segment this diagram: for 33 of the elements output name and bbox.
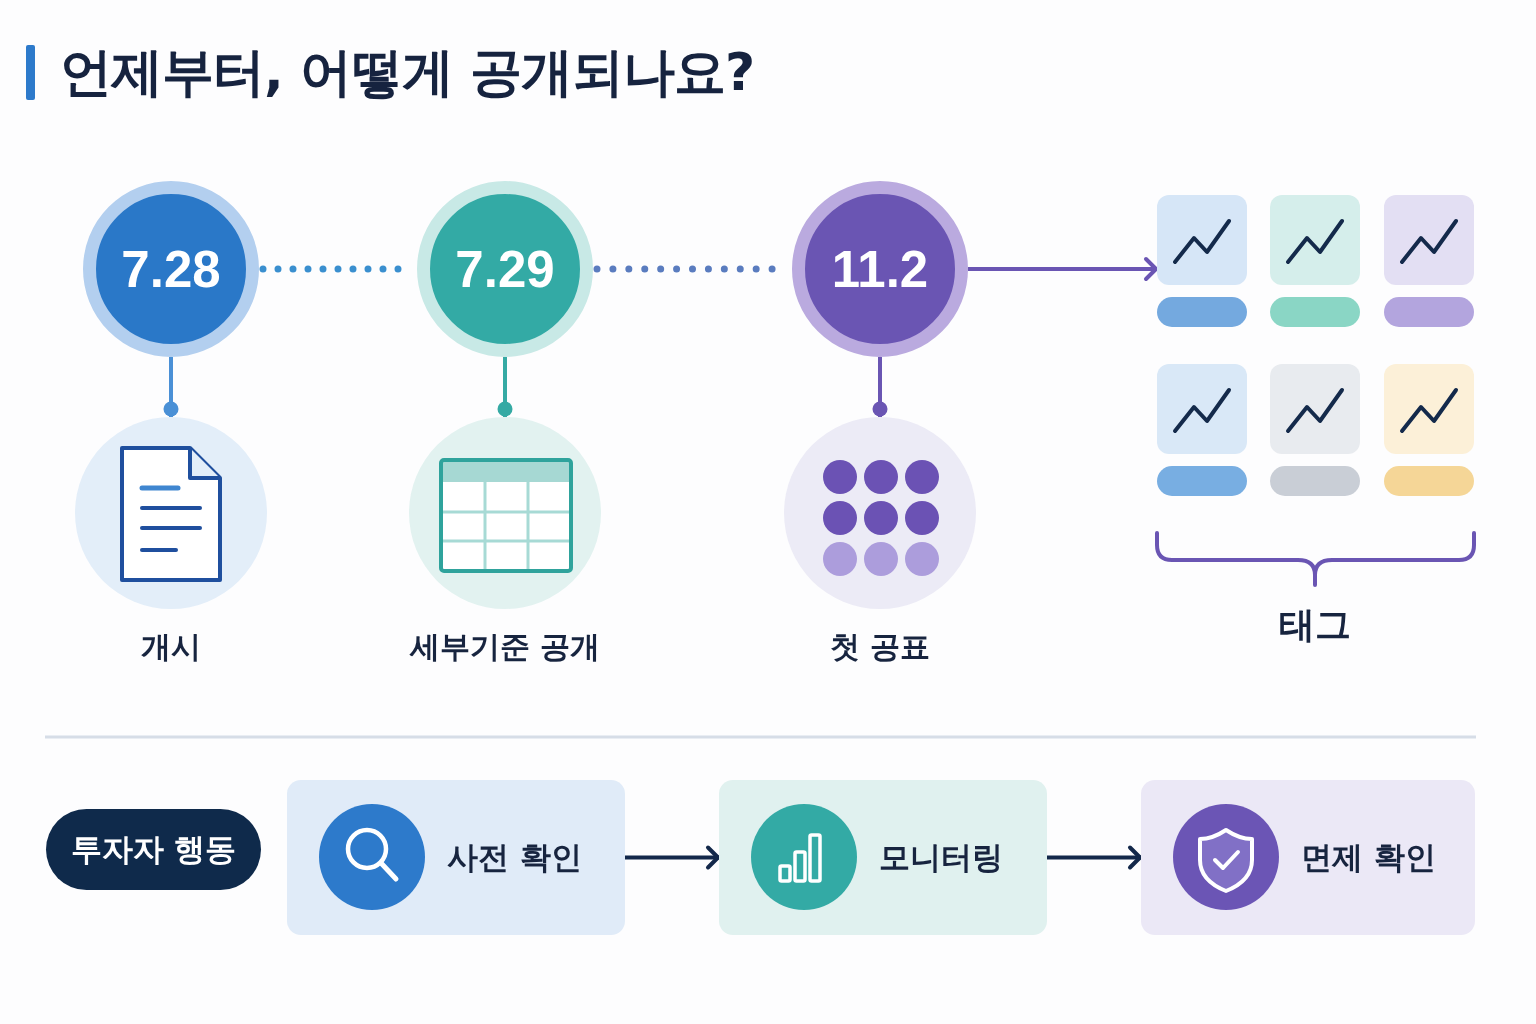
pin-connector [163,357,179,417]
pin-connector [497,357,513,417]
step-label: 모니터링 [879,838,1003,877]
tag-pill [1157,466,1247,496]
step-label: 면제 확인 [1301,838,1436,877]
step-label: 사전 확인 [447,838,582,877]
milestone-label: 첫 공표 [829,628,931,666]
date-label: 7.29 [455,243,555,295]
tag-tile [1157,364,1247,454]
tag-tile [1384,364,1474,454]
step-card [287,780,625,935]
page-title: 언제부터, 어떻게 공개되나요? [60,41,755,104]
date-label: 7.28 [121,243,221,295]
milestone-label: 개시 [141,628,201,666]
tag-tile [1384,195,1474,285]
brace-label: 태그 [1279,604,1351,646]
tag-pill [1157,297,1247,327]
tag-tile [1270,195,1360,285]
step-card [719,780,1047,935]
tag-pill [1270,297,1360,327]
tag-tile [1157,195,1247,285]
arrow [1047,845,1142,870]
tag-tile [1270,364,1360,454]
arrow [968,257,1158,281]
milestone-label: 세부기준 공개 [409,628,601,666]
step-card [1141,780,1475,935]
tag-pill [1270,466,1360,496]
actor-tag: 투자자 행동 [46,809,261,890]
pin-connector [872,357,888,417]
arrow [625,845,720,870]
tag-pill [1384,466,1474,496]
tag-pill [1384,297,1474,327]
date-label: 11.2 [831,243,929,295]
